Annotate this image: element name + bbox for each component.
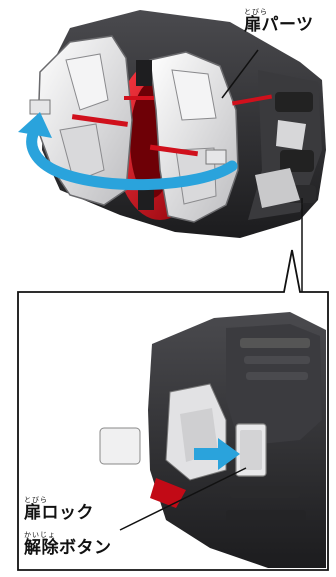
- door-parts-label: とびら 扉パーツ: [244, 9, 314, 34]
- door-parts-text: 扉パーツ: [244, 15, 314, 35]
- release-button-label: かいじょ 解除ボタン: [24, 532, 112, 557]
- device-overview: [30, 10, 326, 238]
- door-lock-text: 扉ロック: [24, 503, 94, 523]
- release-button-text: 解除ボタン: [24, 538, 112, 558]
- door-lock-label: とびら 扉ロック: [24, 497, 94, 522]
